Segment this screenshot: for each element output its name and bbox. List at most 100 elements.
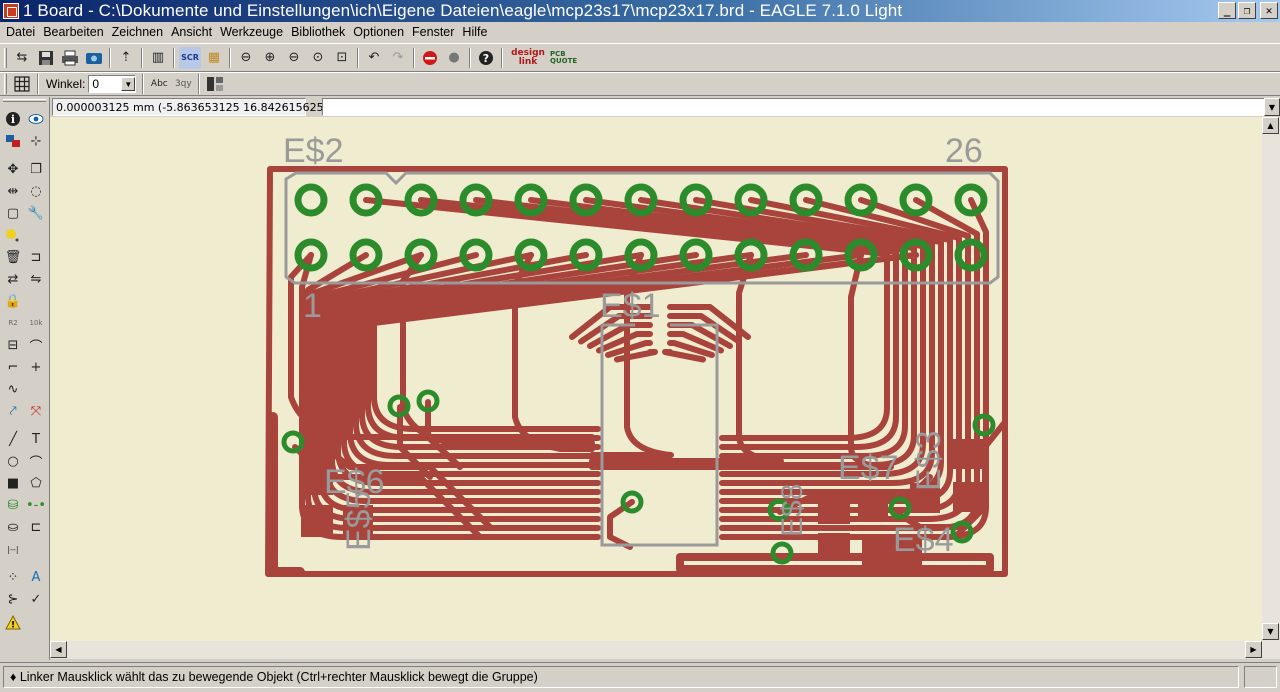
scroll-up-icon[interactable]: ▲ — [1262, 117, 1279, 134]
horizontal-scrollbar[interactable]: ◀ ▶ — [50, 641, 1280, 659]
via-icon[interactable]: ⛁ — [7, 497, 19, 513]
polygon-icon[interactable]: ⬠ — [30, 475, 42, 491]
meander-icon[interactable]: ∿ — [7, 381, 19, 397]
drc-icon[interactable]: ⊱ — [7, 591, 19, 607]
header-pad-bottom-13[interactable] — [954, 238, 988, 272]
via-9[interactable] — [950, 520, 974, 544]
header-pad-top-13[interactable] — [954, 183, 988, 217]
undo-icon[interactable]: ↶ — [368, 50, 380, 65]
zoom-select-icon[interactable]: ⊡ — [336, 50, 348, 65]
menu-ansicht[interactable]: Ansicht — [171, 25, 213, 39]
text-abc-icon[interactable]: Abc — [150, 79, 168, 89]
go-icon[interactable]: ● — [448, 50, 460, 65]
header-pad-bottom-5[interactable] — [514, 238, 548, 272]
toolbar-grip[interactable] — [4, 47, 7, 68]
header-pad-bottom-9[interactable] — [734, 238, 768, 272]
toolbar-grip[interactable] — [4, 74, 7, 94]
header-pad-top-9[interactable] — [734, 183, 768, 217]
miter-icon[interactable]: ⌒ — [29, 339, 43, 355]
save-icon[interactable] — [35, 47, 57, 69]
hole-icon[interactable]: ⛀ — [7, 519, 19, 535]
text-mirror-icon[interactable]: 3qy — [174, 79, 192, 89]
mark-icon[interactable]: ⊹ — [30, 133, 42, 149]
delete-icon[interactable]: 🗑 — [4, 249, 22, 265]
header-pad-top-3[interactable] — [404, 183, 438, 217]
info-icon[interactable]: i — [3, 109, 23, 129]
script-icon[interactable]: ▥ — [151, 50, 165, 65]
zoom-redraw-icon[interactable]: ⊙ — [312, 50, 324, 65]
chevron-down-icon[interactable]: ▼ — [121, 77, 136, 91]
command-input[interactable] — [322, 98, 1270, 116]
ripup-icon[interactable]: ⤧ — [30, 403, 42, 419]
split-icon[interactable]: ⌐ — [7, 359, 19, 375]
via-6[interactable] — [770, 541, 794, 565]
eagle-app-icon[interactable] — [3, 3, 19, 19]
header-pad-top-11[interactable] — [844, 183, 878, 217]
menu-datei[interactable]: Datei — [6, 25, 36, 39]
menu-zeichnen[interactable]: Zeichnen — [111, 25, 164, 39]
header-pad-bottom-8[interactable] — [679, 238, 713, 272]
autorouter-icon[interactable]: A — [31, 569, 41, 585]
cross-icon[interactable]: + — [30, 359, 42, 375]
via-4[interactable] — [620, 490, 644, 514]
smash-icon[interactable]: ⊟ — [7, 337, 19, 353]
cam-processor-icon[interactable] — [83, 47, 105, 69]
header-pad-top-12[interactable] — [899, 183, 933, 217]
change-wrench-icon[interactable]: 🔧 — [27, 205, 45, 221]
header-pad-bottom-7[interactable] — [624, 238, 658, 272]
winkel-select[interactable]: 0 ▼ — [88, 75, 137, 93]
replace-icon[interactable]: ⇋ — [30, 271, 42, 287]
designlink-logo[interactable]: design link — [511, 47, 545, 67]
pcb-drawing[interactable]: E$2 26 1 E$1 E$6 E$5 E$7 E$3 E$4 E$8 — [50, 117, 1262, 641]
via-8[interactable] — [972, 413, 996, 437]
header-pad-bottom-6[interactable] — [569, 238, 603, 272]
rect-icon[interactable]: ■ — [6, 475, 20, 491]
header-pad-bottom-11[interactable] — [844, 238, 878, 272]
zoom-fit-icon[interactable]: ⊖ — [240, 50, 252, 65]
value-icon[interactable]: 10k — [29, 319, 43, 327]
dimension-icon[interactable]: |‑‑| — [7, 544, 19, 554]
menu-optionen[interactable]: Optionen — [353, 25, 405, 39]
wire-icon[interactable]: ╱ — [9, 431, 17, 447]
maximize-button[interactable]: ❐ — [1238, 2, 1256, 19]
via-1[interactable] — [281, 430, 305, 454]
via-3[interactable] — [416, 389, 440, 413]
name-icon[interactable]: R2 — [8, 319, 18, 327]
arc-icon[interactable]: ⌒ — [29, 455, 43, 471]
header-pad-bottom-10[interactable] — [789, 238, 823, 272]
header-pad-top-6[interactable] — [569, 183, 603, 217]
via-7[interactable] — [888, 496, 912, 520]
route-icon[interactable]: ⤤ — [9, 403, 17, 419]
move-icon[interactable]: ✥ — [7, 161, 19, 177]
print-icon[interactable] — [59, 47, 81, 69]
signal-icon[interactable]: •‑• — [25, 497, 47, 513]
paste-icon[interactable] — [3, 225, 23, 245]
copy-icon[interactable]: ❐ — [30, 161, 42, 177]
add-icon[interactable]: ⊐ — [30, 249, 42, 265]
errors-warning-icon[interactable]: ! — [3, 612, 23, 632]
erc-check-icon[interactable]: ✓ — [30, 591, 42, 607]
header-pad-bottom-4[interactable] — [459, 238, 493, 272]
minimize-button[interactable]: _ — [1218, 2, 1236, 19]
header-pad-top-10[interactable] — [789, 183, 823, 217]
menu-fenster[interactable]: Fenster — [412, 25, 455, 39]
header-pad-top-4[interactable] — [459, 183, 493, 217]
help-icon[interactable]: ? — [475, 47, 497, 69]
scr-icon[interactable]: SCR — [179, 46, 201, 69]
attribute-icon[interactable]: ⊏ — [30, 519, 42, 535]
zoom-out-icon[interactable]: ⊖ — [288, 50, 300, 65]
scroll-left-icon[interactable]: ◀ — [50, 641, 67, 658]
redo-icon[interactable]: ↷ — [392, 50, 404, 65]
header-pad-bottom-3[interactable] — [404, 238, 438, 272]
open-icon[interactable]: ⇆ — [16, 50, 28, 65]
mirror-icon[interactable]: ⇹ — [7, 183, 19, 199]
ratsnest-icon[interactable]: ⁘ — [7, 569, 19, 585]
show-eye-icon[interactable] — [26, 109, 46, 129]
scroll-right-icon[interactable]: ▶ — [1245, 641, 1262, 658]
scroll-down-icon[interactable]: ▼ — [1262, 623, 1279, 640]
menu-hilfe[interactable]: Hilfe — [462, 25, 488, 39]
via-5[interactable] — [767, 498, 791, 522]
display-layers-icon[interactable] — [3, 131, 23, 151]
lock-icon[interactable]: 🔒 — [4, 293, 22, 309]
pcb-quote-logo[interactable]: PCB QUOTE — [550, 49, 578, 65]
